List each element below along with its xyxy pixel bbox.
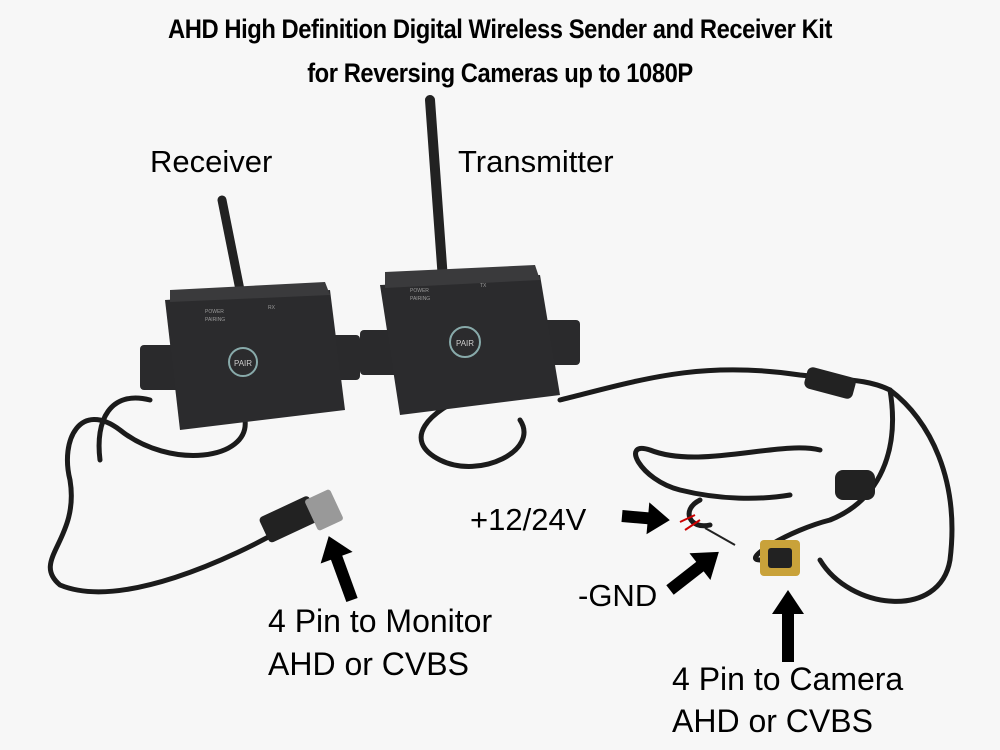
monitor-connector — [259, 489, 343, 543]
title-line-2: for Reversing Cameras up to 1080P — [307, 58, 693, 88]
receiver-antenna — [217, 195, 245, 295]
camera-label-line-2: AHD or CVBS — [672, 703, 873, 739]
transmitter-antenna — [425, 95, 448, 285]
power-led-label: POWER — [410, 288, 429, 294]
ground-arrow — [666, 551, 719, 595]
transmitter-device: PAIR POWER PAIRING TX — [360, 265, 580, 415]
monitor-label-line-1: 4 Pin to Monitor — [268, 603, 493, 639]
power-label: +12/24V — [470, 502, 587, 537]
camera-arrow — [772, 590, 804, 662]
title-line-1: AHD High Definition Digital Wireless Sen… — [168, 14, 832, 44]
dust-cap — [835, 470, 875, 500]
receiver-label: Receiver — [150, 144, 273, 179]
monitor-label-line-2: AHD or CVBS — [268, 646, 469, 682]
device-tag: TX — [480, 283, 487, 289]
camera-connector — [760, 540, 800, 576]
pairing-led-label: PAIRING — [410, 296, 430, 302]
pairing-led-label: PAIRING — [205, 317, 225, 323]
pair-button: PAIR — [456, 339, 474, 348]
receiver-device: PAIR POWER PAIRING RX — [140, 282, 360, 430]
power-led-label: POWER — [205, 309, 224, 315]
cables — [47, 367, 955, 604]
arrows — [320, 502, 804, 662]
camera-label-line-1: 4 Pin to Camera — [672, 661, 904, 697]
pair-button: PAIR — [234, 359, 252, 368]
power-wires — [679, 514, 701, 531]
power-arrow — [621, 502, 670, 535]
transmitter-label: Transmitter — [458, 144, 614, 179]
monitor-arrow — [320, 536, 358, 603]
ground-label: -GND — [578, 578, 658, 613]
device-tag: RX — [268, 305, 276, 311]
